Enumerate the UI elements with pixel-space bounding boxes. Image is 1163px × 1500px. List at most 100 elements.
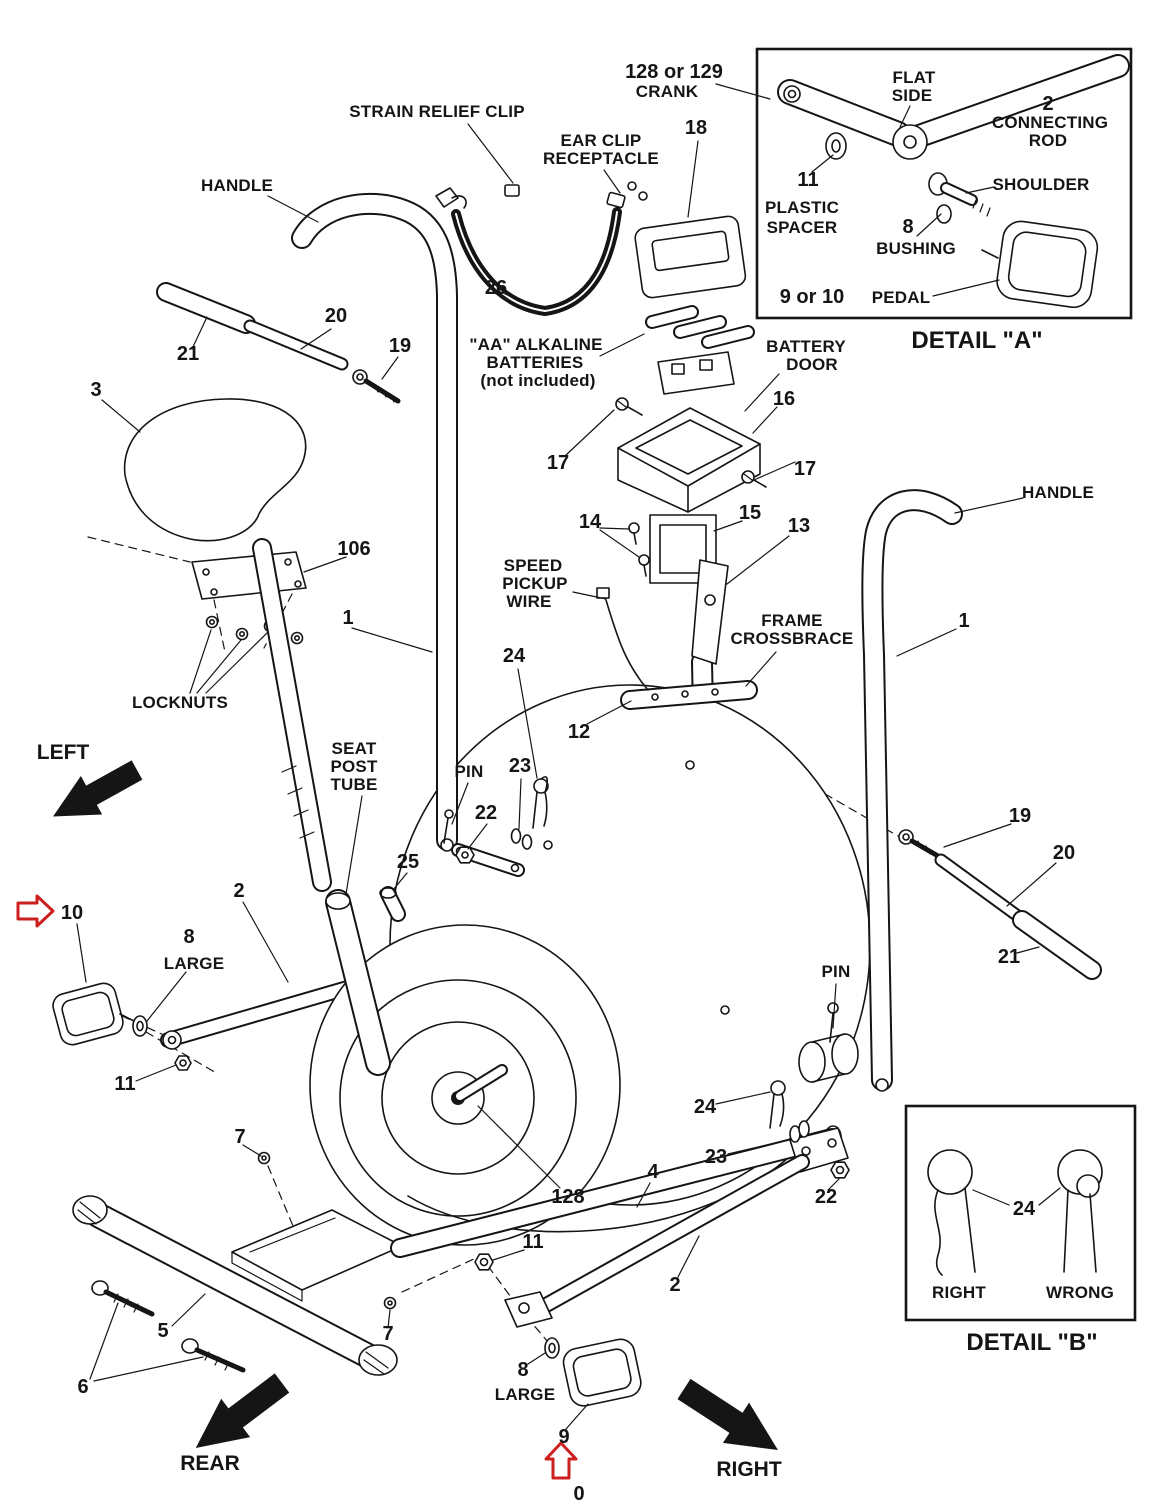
label-bottom-partial: 0	[573, 1483, 584, 1500]
label-rod-2: ROD	[1029, 131, 1067, 150]
label-10: 10	[61, 902, 83, 924]
batteries	[645, 305, 755, 349]
ear-clip-cord	[451, 181, 648, 317]
label-batteries-2: BATTERIES	[487, 353, 584, 372]
nut-11-bottom	[474, 1253, 494, 1271]
label-21-right: 21	[998, 946, 1020, 968]
label-large-left: LARGE	[164, 954, 225, 973]
direction-arrows	[53, 760, 778, 1450]
label-bushing: BUSHING	[876, 239, 956, 258]
label-7-upper: 7	[234, 1126, 245, 1148]
detail-a-inset	[755, 47, 1133, 320]
label-9: 9	[558, 1426, 569, 1448]
label-battery-door-1: BATTERY	[766, 337, 846, 356]
label-3: 3	[90, 379, 101, 401]
label-17-right: 17	[794, 458, 816, 480]
label-crank: CRANK	[636, 82, 699, 101]
label-large-bottom: LARGE	[495, 1385, 556, 1404]
lower-tube	[504, 1154, 810, 1328]
label-strain-relief-clip: STRAIN RELIEF CLIP	[349, 102, 525, 121]
battery-door	[617, 407, 761, 513]
label-23-mid: 23	[509, 755, 531, 777]
label-batteries-3: (not included)	[480, 371, 595, 390]
label-ear-clip-1: EAR CLIP	[561, 131, 642, 150]
detail-b-inset	[904, 1104, 1137, 1322]
label-16: 16	[773, 388, 795, 410]
mount-plate-13	[691, 559, 729, 665]
label-2-left: 2	[233, 880, 244, 902]
label-24-mid: 24	[503, 645, 526, 667]
roller-wheel	[798, 1002, 859, 1083]
detail-b-pin-num: 24	[1013, 1198, 1036, 1220]
label-batteries-1: "AA" ALKALINE	[469, 335, 602, 354]
label-crossbrace-1: FRAME	[761, 611, 822, 630]
detail-b-right: RIGHT	[932, 1283, 986, 1302]
strain-relief-clip-part	[435, 184, 520, 209]
washer-7-upper	[257, 1151, 271, 1165]
right-arrow	[677, 1378, 778, 1450]
label-128: 128	[551, 1186, 584, 1208]
label-spacer-2: SPACER	[767, 218, 838, 237]
label-ear-clip-2: RECEPTACLE	[543, 149, 659, 168]
label-flat-2: SIDE	[892, 86, 932, 105]
label-6: 6	[77, 1376, 88, 1398]
label-handle-left: HANDLE	[201, 176, 273, 195]
label-8-left: 8	[183, 926, 194, 948]
label-pedal-num: 9 or 10	[780, 286, 844, 308]
label-locknuts: LOCKNUTS	[132, 693, 228, 712]
label-22-right: 22	[815, 1186, 837, 1208]
label-left: LEFT	[37, 741, 90, 764]
label-1-right: 1	[958, 610, 969, 632]
label-seat-2: POST	[330, 757, 378, 776]
label-7-lower: 7	[382, 1323, 393, 1345]
speedometer	[634, 215, 747, 299]
seat-post-tube	[325, 889, 391, 1076]
detail-b-wrong: WRONG	[1046, 1283, 1114, 1302]
label-seat-1: SEAT	[332, 739, 377, 758]
label-speed-2: PICKUP	[502, 574, 567, 593]
label-11-left: 11	[114, 1073, 135, 1095]
label-25: 25	[397, 851, 419, 873]
label-handle-right: HANDLE	[1022, 483, 1094, 502]
label-rod-1: CONNECTING	[992, 113, 1108, 132]
fan-shroud	[309, 684, 871, 1246]
right-pedal	[544, 1337, 642, 1407]
label-20-top: 20	[325, 305, 347, 327]
label-speed-1: SPEED	[504, 556, 563, 575]
part-labels: STRAIN RELIEF CLIP EAR CLIP RECEPTACLE 1…	[37, 61, 1114, 1500]
label-24-right: 24	[694, 1096, 717, 1118]
label-21-top: 21	[177, 343, 199, 365]
label-19-right: 19	[1009, 805, 1031, 827]
label-11-bottom: 11	[522, 1231, 543, 1253]
label-23-right: 23	[705, 1146, 727, 1168]
label-8-bottom: 8	[517, 1359, 528, 1381]
label-17-left: 17	[547, 452, 569, 474]
label-bushing-num: 8	[902, 216, 913, 238]
red-arrow-part-10	[16, 894, 55, 928]
label-12: 12	[568, 721, 590, 743]
right-handlebar-parts	[898, 829, 1102, 980]
leader-lines	[76, 83, 1061, 1430]
left-handlebar-parts	[156, 282, 401, 404]
label-flat-1: FLAT	[893, 68, 936, 87]
screw-17-right	[741, 470, 767, 488]
left-connecting-rod	[160, 974, 376, 1050]
frame-crossbrace-part	[620, 680, 758, 710]
label-22-mid: 22	[475, 802, 497, 824]
label-13: 13	[788, 515, 810, 537]
label-14: 14	[579, 511, 602, 533]
rear-arrow	[195, 1373, 290, 1448]
label-1-left: 1	[342, 607, 353, 629]
label-26: 26	[485, 277, 507, 299]
seat	[123, 398, 307, 542]
detail-a-title: DETAIL "A"	[911, 327, 1042, 354]
label-spacer-num: 11	[797, 169, 818, 191]
label-right-dir: RIGHT	[716, 1458, 782, 1481]
left-arrow	[53, 760, 143, 817]
label-2-bottom: 2	[669, 1274, 680, 1296]
washer-7-lower	[383, 1296, 397, 1310]
label-15: 15	[739, 502, 761, 524]
label-crossbrace-2: CROSSBRACE	[731, 629, 854, 648]
